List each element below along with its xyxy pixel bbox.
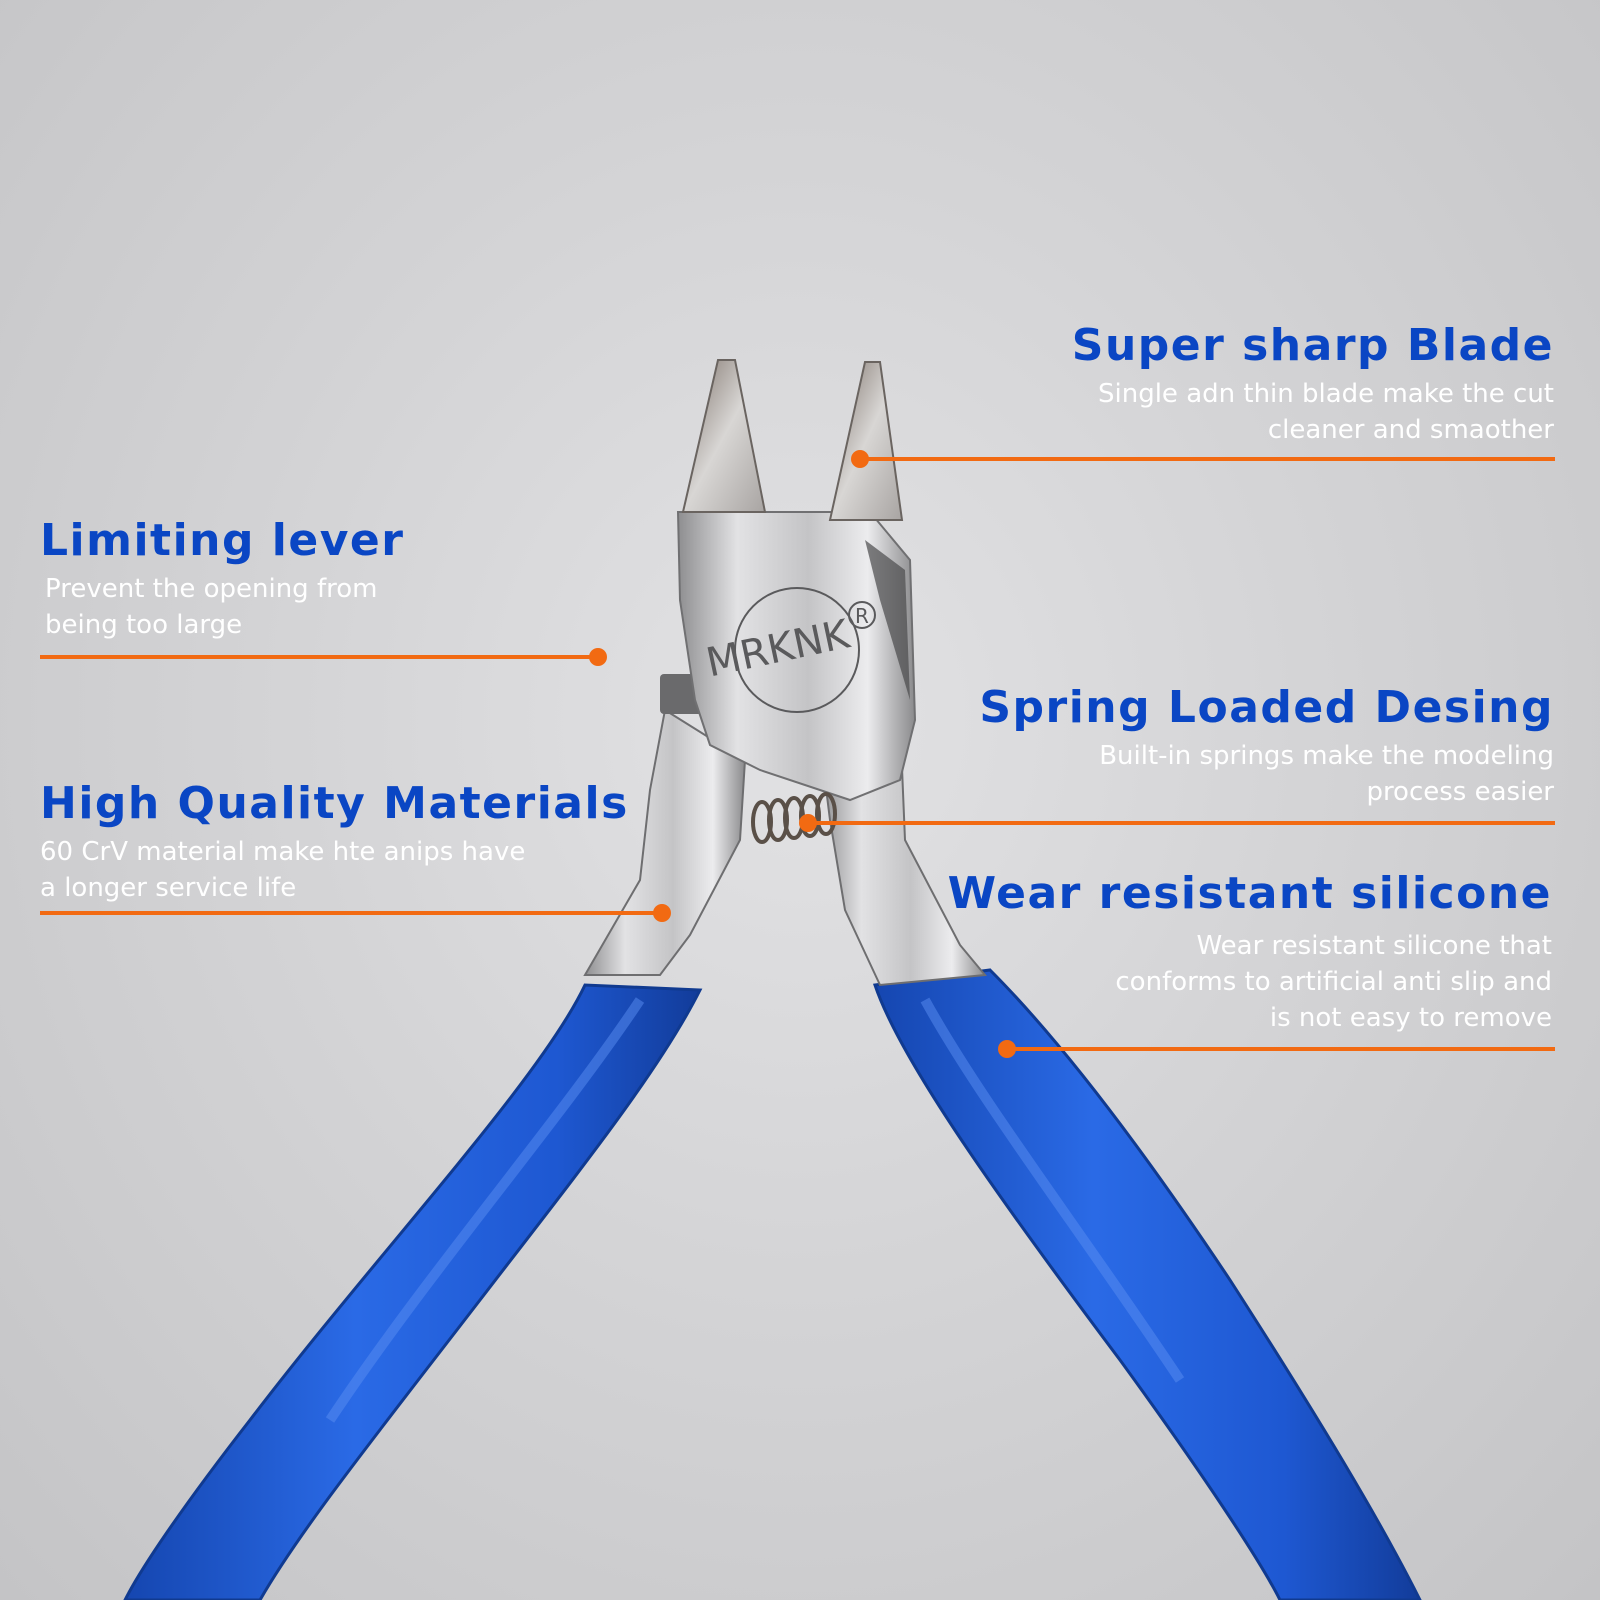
callout-spring: Spring Loaded Desing Built-in springs ma… xyxy=(979,682,1554,810)
blade-leader-dot xyxy=(851,450,869,468)
callout-blade-desc-line1: Single adn thin blade make the cut xyxy=(1098,379,1554,410)
callout-lever: Limiting lever Prevent the opening from … xyxy=(40,515,405,643)
silicone-leader-dot xyxy=(998,1040,1016,1058)
registered-mark: R xyxy=(855,604,869,628)
left-arm xyxy=(583,708,747,976)
spring-leader-dot xyxy=(799,814,817,832)
callout-spring-desc-line1: Built-in springs make the modeling xyxy=(1099,741,1554,772)
callout-spring-desc-line2: process easier xyxy=(1366,777,1554,808)
callout-lever-desc-line1: Prevent the opening from xyxy=(45,574,378,605)
callout-lever-desc-line2: being too large xyxy=(45,610,243,641)
left-handle xyxy=(123,983,703,1600)
materials-leader-dot xyxy=(653,904,671,922)
callout-blade-desc-line2: cleaner and smaother xyxy=(1267,415,1554,446)
callout-materials-desc-line1: 60 CrV material make hte anips have xyxy=(40,837,526,868)
spring xyxy=(751,792,837,844)
callout-materials: High Quality Materials 60 CrV material m… xyxy=(40,778,629,906)
left-blade xyxy=(681,359,767,513)
right-handle xyxy=(873,968,1422,1600)
leader-lines xyxy=(40,450,1555,1058)
callout-silicone-desc-line2: conforms to artificial anti slip and xyxy=(1115,967,1552,998)
callout-lever-title: Limiting lever xyxy=(40,515,405,566)
callout-blade-title: Super sharp Blade xyxy=(1071,320,1554,371)
callout-silicone: Wear resistant silicone Wear resistant s… xyxy=(947,868,1552,1036)
pliers-head xyxy=(676,511,917,802)
callout-blade: Super sharp Blade Single adn thin blade … xyxy=(1071,320,1554,448)
callout-materials-title: High Quality Materials xyxy=(40,778,629,829)
callout-materials-desc-line2: a longer service life xyxy=(40,873,297,904)
callout-silicone-desc-line1: Wear resistant silicone that xyxy=(1196,931,1552,962)
callout-silicone-desc-line3: is not easy to remove xyxy=(1269,1003,1552,1034)
lever-leader-dot xyxy=(589,648,607,666)
callout-spring-title: Spring Loaded Desing xyxy=(979,682,1554,733)
callout-silicone-title: Wear resistant silicone xyxy=(947,868,1552,919)
right-blade xyxy=(828,361,904,521)
registered-mark-circle xyxy=(848,601,876,629)
logo-circle xyxy=(734,587,860,713)
